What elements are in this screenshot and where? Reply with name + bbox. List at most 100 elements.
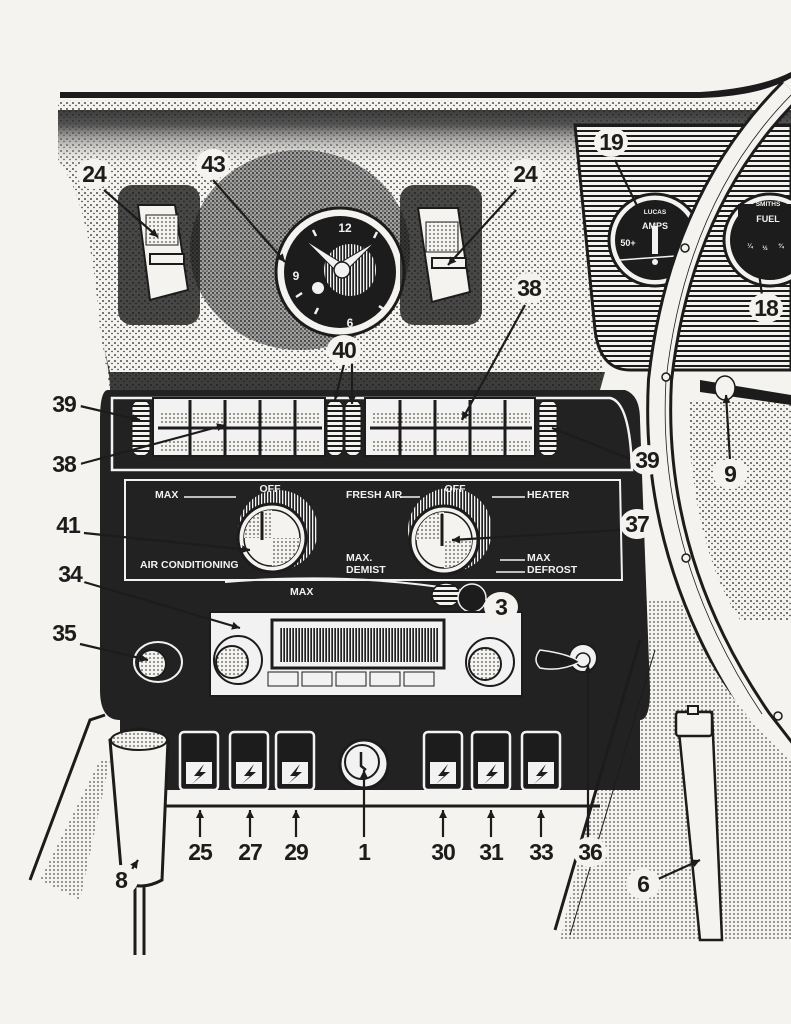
leader-ignition-lock: [360, 770, 368, 838]
centre-thumbwheel-left[interactable]: [326, 399, 344, 457]
heater-knob[interactable]: [408, 488, 492, 576]
fan-control[interactable]: MAX: [224, 577, 487, 613]
switch-legend: [528, 795, 554, 799]
leader-line: [103, 189, 159, 238]
leader-ammeter: [614, 159, 641, 213]
fuel-mark-half: ½: [762, 244, 768, 252]
arrowhead: [755, 266, 764, 275]
rocker-switch-5[interactable]: [470, 730, 512, 799]
fuel-brand: SMITHS: [756, 201, 781, 208]
fuel-mark-quarter: ¼: [747, 242, 753, 250]
label-fan-max: MAX: [290, 586, 313, 598]
left-air-grille[interactable]: [152, 397, 326, 457]
air-conditioning-knob[interactable]: [236, 490, 318, 574]
leader-line: [461, 304, 526, 421]
switch-legend: [282, 795, 308, 799]
leader-line: [724, 394, 732, 461]
leader-right-air-grille: [461, 304, 526, 421]
callout-bg: [573, 837, 607, 867]
leader-fuel-gauge: [755, 265, 764, 296]
callout-8-gear-lever: 8: [115, 867, 128, 893]
ammeter-brand: LUCAS: [644, 209, 667, 216]
ammeter-name: AMPS: [642, 221, 668, 231]
clock-numeral-12: 12: [338, 221, 352, 235]
centre-thumbwheel-right[interactable]: [344, 399, 362, 457]
fuel-name: FUEL: [756, 214, 780, 224]
fuel-gauge: SMITHS FUEL ¼ ½ ¾: [722, 192, 791, 288]
leader-heater-knob: [451, 528, 621, 544]
leader-line: [551, 426, 639, 464]
callout-bg: [484, 592, 518, 622]
callout-18-fuel-gauge: 18: [754, 295, 779, 321]
lower-dash-right: [690, 375, 791, 620]
leader-switch-2: [246, 810, 254, 838]
callout-36-cigar-lighter: 36: [578, 839, 602, 865]
callout-24-right-face-vent: 24: [513, 161, 538, 187]
cigar-lighter[interactable]: [535, 643, 598, 673]
leader-right-thumbwheel: [551, 426, 639, 464]
arrowhead: [241, 545, 250, 554]
leader-air-conditioning-knob: [83, 531, 251, 554]
callout-bg: [594, 127, 628, 157]
leader-line: [79, 423, 226, 466]
leader-handbrake-lever: [655, 858, 701, 882]
rocker-switch-3[interactable]: [274, 730, 316, 799]
steering-wheel: [646, 80, 791, 768]
gear-lever[interactable]: [28, 713, 170, 955]
arrowhead: [722, 395, 731, 404]
callout-30-switch-4: 30: [431, 839, 455, 865]
rocker-switch-4[interactable]: [422, 730, 464, 799]
lightning-icon: [242, 764, 256, 784]
arrowhead: [139, 654, 148, 663]
callout-bg: [47, 618, 81, 648]
right-face-vent[interactable]: [400, 185, 482, 325]
lightning-icon: [534, 764, 548, 784]
fuel-mark-three-quarter: ¾: [778, 242, 784, 250]
leader-left-air-grille: [79, 423, 226, 466]
callout-bg: [620, 509, 654, 539]
arrowhead: [448, 256, 457, 265]
lightning-icon: [288, 764, 302, 784]
arrowhead: [246, 810, 254, 818]
label-max-defrost-1: MAX: [527, 552, 550, 564]
leader-left-pull-knob: [79, 642, 149, 663]
left-thumbwheel[interactable]: [114, 399, 170, 457]
callout-38-left-air-grille: 38: [52, 451, 77, 477]
lightning-icon: [484, 764, 498, 784]
arrowhead: [333, 391, 341, 400]
arrowhead: [231, 621, 240, 630]
callout-31-switch-5: 31: [479, 839, 504, 865]
arrowhead: [439, 810, 447, 818]
radio[interactable]: [209, 611, 523, 697]
left-face-vent[interactable]: [118, 185, 200, 325]
callout-bg: [524, 837, 558, 867]
switch-legend: [236, 795, 262, 799]
arrowhead: [292, 810, 300, 818]
callout-43-clock: 43: [201, 151, 225, 177]
callout-bg: [327, 335, 361, 365]
rocker-switch-1[interactable]: [178, 730, 220, 799]
leader-switch-6: [537, 810, 545, 838]
leader-line: [79, 642, 149, 662]
arrowhead: [216, 423, 225, 431]
rocker-switch-2[interactable]: [228, 730, 270, 799]
label-ac-max: MAX: [155, 489, 178, 501]
right-air-grille[interactable]: [364, 397, 536, 457]
clock-numeral-6: 6: [347, 316, 354, 330]
footwell: [40, 600, 791, 940]
callout-bg: [749, 293, 783, 323]
left-pull-knob[interactable]: [133, 641, 183, 683]
arrowhead: [487, 810, 495, 818]
callout-bg: [508, 159, 542, 189]
leader-right-face-vent: [447, 189, 517, 266]
rocker-switch-6[interactable]: [520, 730, 562, 799]
callout-bg: [279, 837, 313, 867]
callout-bg: [630, 445, 664, 475]
arrowhead: [552, 427, 561, 435]
arrowhead: [584, 665, 592, 673]
callout-9-steering-column-control: 9: [724, 461, 736, 487]
callout-bg: [713, 459, 747, 489]
arrowhead: [348, 396, 356, 404]
switch-legend: [478, 795, 504, 799]
lightning-icon: [436, 764, 450, 784]
